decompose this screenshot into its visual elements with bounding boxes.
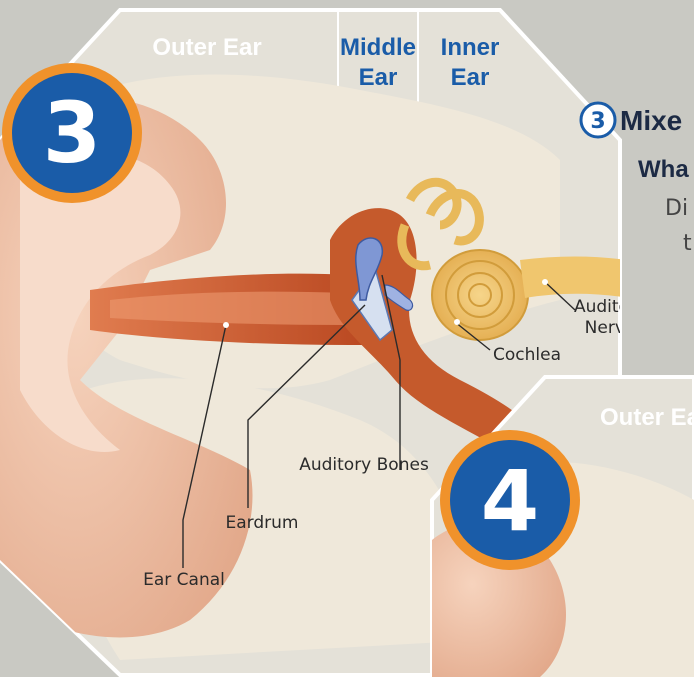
- cochlea-label: Cochlea: [493, 345, 561, 365]
- nerve-dot: [542, 279, 548, 285]
- middle-ear-label-line2: Ear: [359, 64, 398, 91]
- side-body-line1: Di: [665, 196, 688, 221]
- step-badge-main: 3: [2, 63, 142, 203]
- cochlea-dot: [454, 319, 460, 325]
- outer-ear-label-second: Outer Ear: [600, 404, 694, 431]
- ear-canal-dot: [223, 322, 229, 328]
- side-body-line2: t: [683, 231, 692, 256]
- inner-ear-label-line1: Inner: [441, 34, 500, 61]
- side-subheading: Wha: [638, 156, 689, 183]
- eardrum-label: Eardrum: [226, 513, 299, 533]
- side-heading: Mixe: [620, 105, 682, 136]
- ear-canal-label: Ear Canal: [143, 570, 225, 590]
- badge-main-number: 3: [43, 84, 101, 182]
- small-badge-number: 3: [590, 109, 605, 134]
- step-badge-secondary: 4: [440, 430, 580, 570]
- badge-secondary-number: 4: [481, 452, 539, 550]
- auditory-bones-label: Auditory Bones: [299, 455, 429, 475]
- inner-ear-label-line2: Ear: [451, 64, 490, 91]
- middle-ear-label-line1: Middle: [340, 34, 416, 61]
- outer-ear-label: Outer Ear: [152, 34, 261, 61]
